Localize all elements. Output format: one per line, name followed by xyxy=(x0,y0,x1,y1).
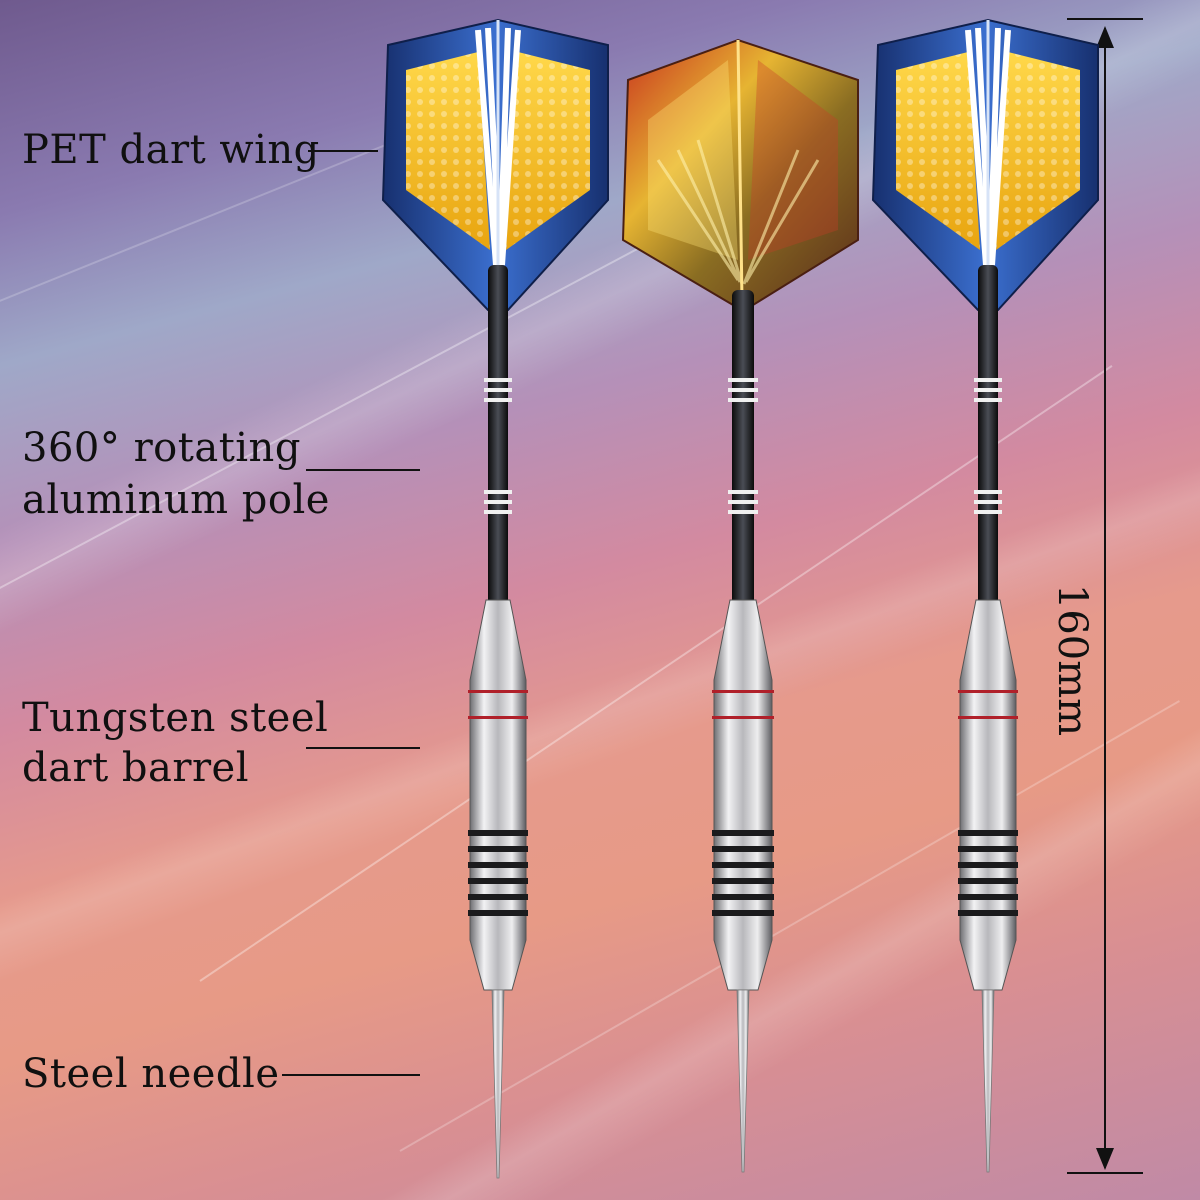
label-wing: PET dart wing xyxy=(22,127,320,173)
needle-middle xyxy=(736,989,750,1173)
label-needle: Steel needle xyxy=(22,1051,280,1097)
dart-middle xyxy=(621,38,859,1173)
flight-right xyxy=(871,18,1099,311)
barrel-grip-right xyxy=(958,830,1018,916)
barrel-left xyxy=(469,599,527,991)
barrel-middle xyxy=(713,599,773,991)
leader-needle xyxy=(282,1074,420,1076)
leader-barrel xyxy=(306,747,420,749)
label-pole-line1: 360° rotating xyxy=(22,425,301,471)
barrel-right xyxy=(959,599,1017,991)
label-pole-line2: aluminum pole xyxy=(22,477,330,523)
barrel-grip-left xyxy=(468,830,528,916)
shaft-left xyxy=(488,265,508,605)
arrow-down-icon xyxy=(1096,1148,1114,1170)
shaft-middle xyxy=(732,290,754,610)
leader-wing xyxy=(308,150,378,152)
needle-right xyxy=(981,989,995,1173)
dart-left xyxy=(381,18,609,1179)
dart-right xyxy=(871,18,1099,1173)
flight-middle xyxy=(621,38,859,306)
arrow-up-icon xyxy=(1096,26,1114,48)
shaft-rings-middle xyxy=(728,378,758,514)
flight-left xyxy=(381,18,609,311)
measure-top-cap xyxy=(1067,18,1143,20)
shaft-rings-left xyxy=(484,378,512,514)
leader-pole xyxy=(306,469,420,471)
label-barrel-line1: Tungsten steel xyxy=(22,695,329,741)
measure-line xyxy=(1104,28,1106,1168)
shaft-right xyxy=(978,265,998,605)
label-barrel-line2: dart barrel xyxy=(22,745,250,791)
measure-bottom-cap xyxy=(1067,1172,1143,1174)
shaft-rings-right xyxy=(974,378,1002,514)
barrel-grip-middle xyxy=(712,830,774,916)
needle-left xyxy=(491,989,505,1179)
